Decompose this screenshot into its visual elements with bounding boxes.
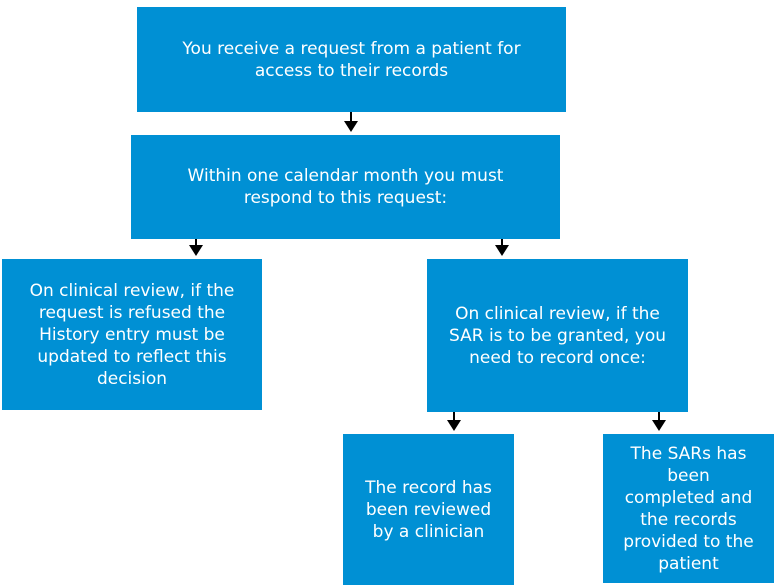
box-sar-granted: On clinical review, if the SAR is to be … (427, 259, 688, 412)
box-request-received: You receive a request from a patient for… (137, 7, 566, 112)
arrow-granted-to-completed (652, 412, 666, 431)
arrow-respond-to-refused (189, 239, 203, 256)
arrow-respond-to-granted (495, 239, 509, 256)
box-record-reviewed: The record has been reviewed by a clinic… (343, 434, 514, 585)
box-sar-completed: The SARs has been completed and the reco… (603, 434, 774, 583)
box-request-refused: On clinical review, if the request is re… (2, 259, 262, 410)
arrow-granted-to-reviewed (447, 412, 461, 431)
box-respond-within-month: Within one calendar month you must respo… (131, 135, 560, 239)
arrow-request-to-respond (344, 112, 358, 132)
